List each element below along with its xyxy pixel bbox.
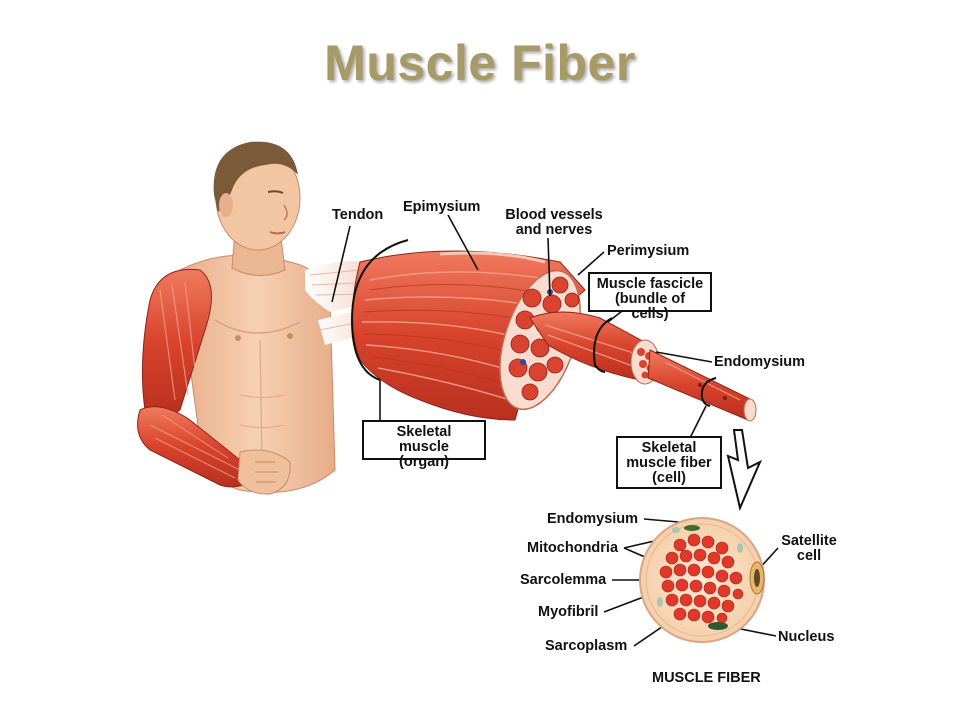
- label-nucleus: Nucleus: [778, 629, 835, 645]
- label-tendon: Tendon: [332, 207, 384, 223]
- caption-muscle-fiber: MUSCLE FIBER: [652, 670, 761, 686]
- label-satellite-line2: cell: [796, 548, 822, 564]
- box-fiber-line2: muscle fiber: [626, 455, 712, 471]
- label-endomysium-bottom: Endomysium: [547, 511, 639, 527]
- label-blood-vessels-line2: and nerves: [515, 222, 593, 238]
- label-perimysium: Perimysium: [607, 243, 690, 259]
- box-muscle-fascicle-line2: (bundle of cells): [614, 291, 686, 322]
- fiber-cross-section: [639, 517, 765, 643]
- box-skeletal-muscle-fiber: Skeletal muscle fiber (cell): [616, 436, 722, 489]
- box-muscle-fascicle: Muscle fascicle (bundle of cells): [588, 272, 712, 322]
- box-skeletal-muscle-line2: (organ): [399, 454, 449, 470]
- label-myofibril: Myofibril: [538, 604, 599, 620]
- human-figure: [137, 141, 336, 495]
- label-satellite-cell: Satellite cell: [772, 534, 846, 564]
- box-fiber-line1: Skeletal: [641, 440, 697, 456]
- box-skeletal-muscle-line1: Skeletal muscle: [396, 424, 452, 455]
- zoom-arrow: [726, 429, 763, 512]
- label-epimysium: Epimysium: [403, 199, 481, 215]
- label-blood-vessels: Blood vessels and nerves: [500, 208, 608, 238]
- box-skeletal-muscle: Skeletal muscle (organ): [362, 420, 486, 470]
- zone-brackets: [350, 239, 717, 407]
- box-muscle-fascicle-line1: Muscle fascicle: [596, 276, 704, 292]
- label-endomysium-top: Endomysium: [714, 354, 806, 370]
- box-fiber-line3: (cell): [652, 470, 686, 486]
- label-satellite-line1: Satellite: [781, 533, 837, 549]
- label-mitochondria: Mitochondria: [527, 540, 619, 556]
- label-sarcoplasm: Sarcoplasm: [545, 638, 628, 654]
- page-title: Muscle Fiber: [324, 35, 636, 91]
- label-sarcolemma: Sarcolemma: [520, 572, 607, 588]
- skeletal-muscle-fiber: [647, 349, 757, 422]
- label-blood-vessels-line1: Blood vessels: [505, 207, 603, 223]
